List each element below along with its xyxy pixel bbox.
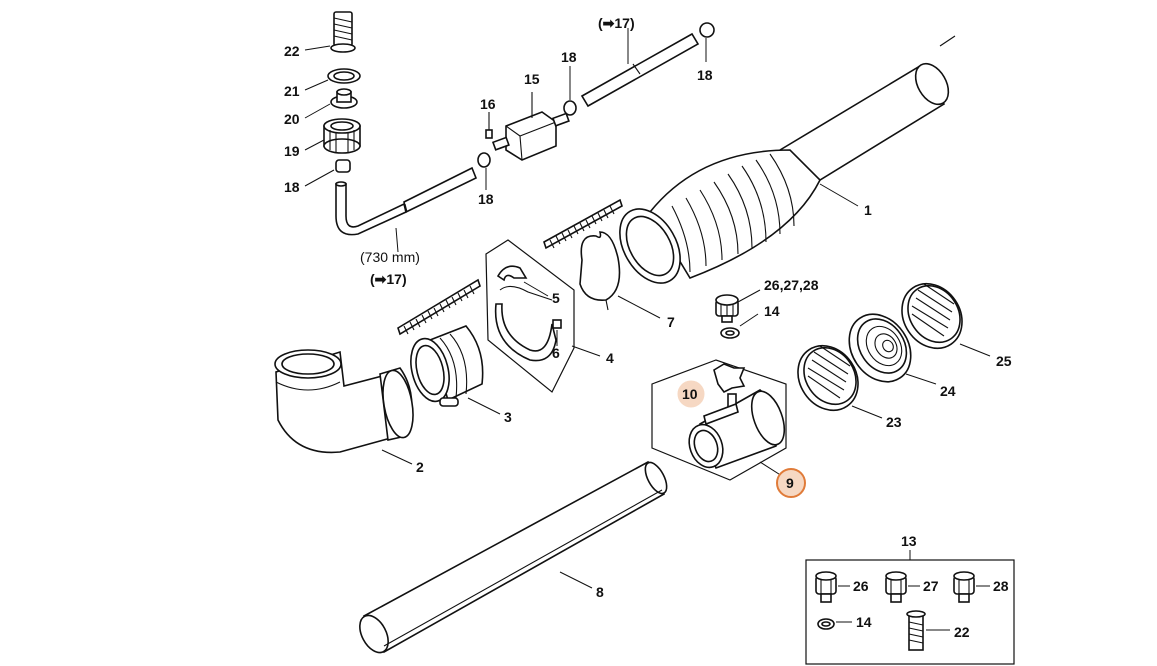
part-24-guard[interactable] — [837, 302, 924, 393]
part-14-washer-upper[interactable] — [720, 327, 740, 339]
part-2-elbow[interactable] — [274, 349, 418, 454]
callout-16: 16 — [480, 96, 496, 112]
fuel-hose-upper[interactable] — [580, 32, 700, 108]
callout-10-highlight[interactable] — [677, 380, 705, 408]
part-20-valve[interactable] — [330, 88, 358, 109]
callout-14-upper: 14 — [764, 303, 780, 319]
kit-washer-14[interactable] — [817, 618, 835, 630]
callout-4: 4 — [606, 350, 614, 366]
part-18-nipple-upper[interactable] — [563, 100, 577, 116]
callout-kit-22: 22 — [954, 624, 970, 640]
hose-length-note: (730 mm) — [360, 249, 420, 265]
callout-13: 13 — [901, 533, 917, 549]
part-19-nut[interactable] — [323, 118, 361, 154]
spring-upper[interactable] — [543, 198, 623, 250]
callout-7: 7 — [667, 314, 675, 330]
part-18-nipple-mid[interactable] — [477, 152, 491, 168]
part-4-clamp-kit[interactable] — [485, 239, 575, 393]
part-18-nipple-left[interactable] — [335, 159, 351, 173]
callout-26-27-28: 26,27,28 — [764, 277, 819, 293]
callout-21: 21 — [284, 83, 300, 99]
callout-17-top: (➡17) — [598, 15, 635, 31]
callout-25: 25 — [996, 353, 1012, 369]
callout-9: 9 — [786, 475, 794, 491]
callout-5: 5 — [552, 290, 560, 306]
part-1-bellows-tube[interactable] — [607, 35, 956, 294]
part-23-grille[interactable] — [786, 334, 870, 422]
callout-17-bottom: (➡17) — [370, 271, 407, 287]
kit-knob-26[interactable] — [815, 571, 837, 603]
kit-bolt-22[interactable] — [906, 610, 926, 651]
callout-kit-28: 28 — [993, 578, 1009, 594]
callout-15: 15 — [524, 71, 540, 87]
callout-24: 24 — [940, 383, 956, 399]
callout-23: 23 — [886, 414, 902, 430]
part-22-bolt[interactable] — [330, 11, 356, 53]
callout-6: 6 — [552, 345, 560, 361]
part-15-connector[interactable] — [491, 92, 570, 161]
callout-22: 22 — [284, 43, 300, 59]
callout-3: 3 — [504, 409, 512, 425]
callout-18-upper: 18 — [561, 49, 577, 65]
callout-18-right: 18 — [697, 67, 713, 83]
callout-8: 8 — [596, 584, 604, 600]
callout-1: 1 — [864, 202, 872, 218]
part-18-nipple-right[interactable] — [699, 22, 715, 38]
callout-kit-27: 27 — [923, 578, 939, 594]
callout-kit-26: 26 — [853, 578, 869, 594]
spring-lower[interactable] — [397, 278, 481, 336]
callout-19: 19 — [284, 143, 300, 159]
part-3-sleeve[interactable] — [405, 325, 484, 407]
fuel-hose[interactable] — [335, 166, 478, 236]
part-25-grille[interactable] — [890, 272, 974, 360]
callout-2: 2 — [416, 459, 424, 475]
part-8-tube[interactable] — [354, 459, 671, 657]
kit-knob-27[interactable] — [885, 571, 907, 603]
callout-18-mid: 18 — [478, 191, 494, 207]
callout-10: 10 — [682, 386, 698, 402]
callout-9-highlight[interactable] — [776, 468, 806, 498]
callout-20: 20 — [284, 111, 300, 127]
part-16-screw[interactable] — [485, 112, 493, 139]
part-9-regulator-kit[interactable] — [651, 359, 791, 481]
part-7-gasket[interactable] — [579, 231, 621, 311]
callout-18-left: 18 — [284, 179, 300, 195]
kit-knob-28[interactable] — [953, 571, 975, 603]
part-26-27-28-knob[interactable] — [715, 294, 739, 323]
callout-kit-14: 14 — [856, 614, 872, 630]
part-21-washer[interactable] — [327, 68, 361, 84]
